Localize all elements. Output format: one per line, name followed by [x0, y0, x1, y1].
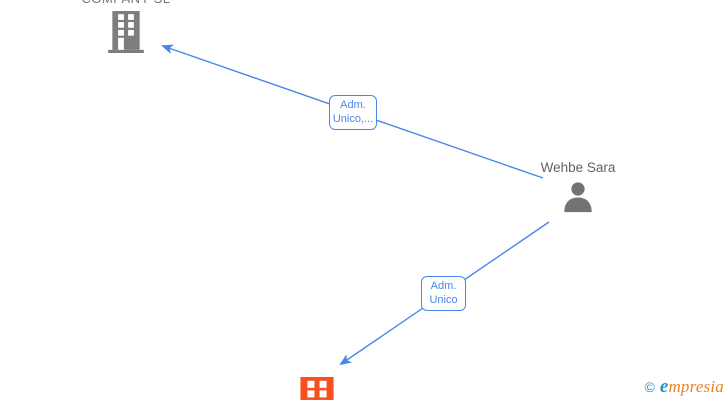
brand-text: mpresia	[668, 377, 724, 396]
empresia-logo: © empresia	[644, 376, 724, 398]
brand-letter-e: e	[659, 376, 669, 397]
company-node-bottom[interactable]	[294, 377, 340, 400]
person-name: Wehbe Sara	[540, 160, 616, 175]
building-icon	[300, 377, 334, 400]
person-node[interactable]: Wehbe Sara	[540, 160, 616, 214]
brand-wordmark: empresia	[660, 376, 724, 398]
company-name: COMPANY SL	[81, 0, 170, 6]
copyright-icon: ©	[644, 379, 655, 395]
edge-label-line: Adm.	[340, 99, 366, 111]
building-icon	[108, 11, 144, 53]
edge-label-line: Unico,...	[332, 112, 374, 125]
edge-label-adm-unico-2[interactable]: Adm. Unico	[421, 276, 466, 311]
edge-label-line: Unico	[429, 293, 458, 306]
edge-label-adm-unico-1[interactable]: Adm. Unico,...	[329, 95, 377, 130]
person-icon	[564, 182, 592, 213]
company-node-top[interactable]: COMPANY SL	[81, 0, 171, 53]
edge-label-line: Adm.	[430, 280, 457, 292]
